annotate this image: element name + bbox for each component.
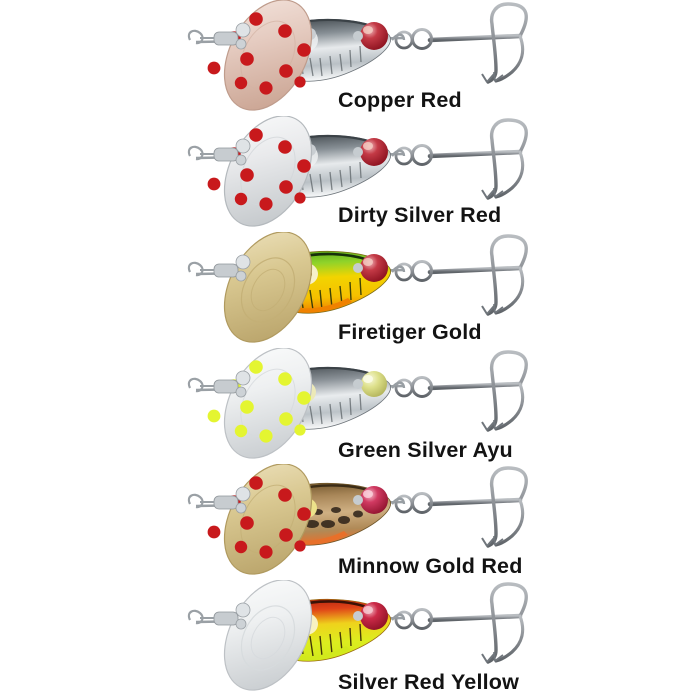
swivel-assembly <box>391 144 433 166</box>
bead <box>353 371 387 397</box>
lure-row[interactable]: Firetiger Gold <box>0 232 700 348</box>
clevis <box>187 254 251 282</box>
clevis <box>187 138 251 166</box>
swivel-assembly <box>391 28 433 50</box>
lure-illustration <box>187 232 528 343</box>
lure-image-copper-red <box>0 0 700 116</box>
lure-row[interactable]: Silver Red Yellow <box>0 580 700 696</box>
clevis <box>187 22 251 50</box>
bead <box>353 138 388 166</box>
blade-dots <box>207 12 311 95</box>
lure-illustration <box>187 348 528 459</box>
lure-label-green-silver-ayu: Green Silver Ayu <box>338 438 513 462</box>
bead <box>353 22 388 50</box>
lure-image-minnow-gold-red <box>0 464 700 580</box>
lure-label-firetiger-gold: Firetiger Gold <box>338 320 482 344</box>
bead <box>353 602 388 630</box>
swivel-assembly <box>391 608 433 630</box>
bead <box>353 486 388 514</box>
treble-hook <box>427 582 528 664</box>
lure-row[interactable]: Minnow Gold Red <box>0 464 700 580</box>
lure-label-minnow-gold-red: Minnow Gold Red <box>338 554 523 578</box>
lure-label-copper-red: Copper Red <box>338 88 462 112</box>
clevis <box>187 370 251 398</box>
lure-row[interactable]: Dirty Silver Red <box>0 116 700 232</box>
lure-illustration <box>187 0 528 111</box>
lure-image-firetiger-gold <box>0 232 700 348</box>
treble-hook <box>427 350 528 432</box>
treble-hook <box>427 2 528 84</box>
swivel-assembly <box>391 260 433 282</box>
lure-illustration <box>187 580 528 691</box>
clevis <box>187 602 251 630</box>
lure-row[interactable]: Green Silver Ayu <box>0 348 700 464</box>
lure-image-silver-red-yellow <box>0 580 700 696</box>
lure-illustration <box>187 464 528 575</box>
clevis <box>187 486 251 514</box>
lure-row[interactable]: Copper Red <box>0 0 700 116</box>
swivel-assembly <box>391 492 433 514</box>
lure-label-dirty-silver-red: Dirty Silver Red <box>338 203 502 227</box>
lure-image-dirty-silver-red <box>0 116 700 232</box>
lure-image-green-silver-ayu <box>0 348 700 464</box>
swivel-assembly <box>391 376 433 398</box>
treble-hook <box>427 466 528 548</box>
treble-hook <box>427 118 528 200</box>
treble-hook <box>427 234 528 316</box>
bead <box>353 254 388 282</box>
lure-label-silver-red-yellow: Silver Red Yellow <box>338 670 520 694</box>
lure-illustration <box>187 116 528 227</box>
